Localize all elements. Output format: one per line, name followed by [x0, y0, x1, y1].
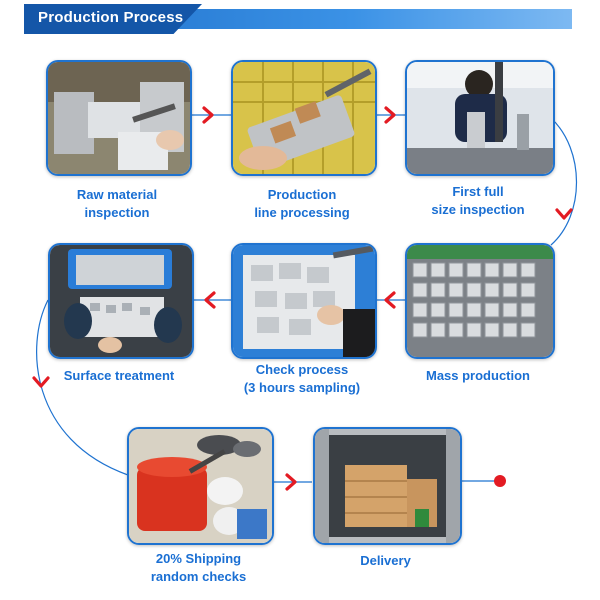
flow-end-dot	[494, 475, 506, 487]
arrow-left-icon	[204, 291, 216, 309]
first-inspection-photo	[405, 60, 555, 176]
step-caption-shipping-check: 20% Shipping random checks	[150, 551, 247, 584]
step-caption-production-line: Production line processing	[254, 187, 350, 220]
step-caption-mass-production: Mass production	[425, 368, 530, 383]
check-process-photo	[231, 243, 377, 359]
header-tab	[24, 4, 202, 34]
arrow-left-icon	[384, 291, 396, 309]
arrow-right-icon	[202, 106, 214, 124]
connector-3-4	[550, 117, 577, 246]
delivery-photo	[313, 427, 462, 545]
step-caption-delivery: Delivery	[360, 553, 411, 568]
raw-material-photo	[46, 60, 192, 176]
shipping-check-photo	[127, 427, 274, 545]
step-caption-first-inspection: First full size inspection	[431, 184, 525, 217]
arrow-down-icon	[555, 208, 573, 220]
arrow-right-icon	[384, 106, 396, 124]
step-caption-surface-treatment: Surface treatment	[63, 368, 175, 383]
surface-treatment-photo	[48, 243, 194, 359]
arrow-down-icon	[32, 376, 50, 388]
production-line-photo	[231, 60, 377, 176]
arrow-right-icon	[285, 473, 297, 491]
page-title: Production Process	[38, 9, 184, 26]
connector-6-7	[36, 299, 129, 476]
step-caption-check-process: Check process (3 hours sampling)	[243, 362, 361, 395]
mass-production-photo	[405, 243, 555, 359]
step-caption-raw-material: Raw material inspection	[76, 187, 158, 220]
